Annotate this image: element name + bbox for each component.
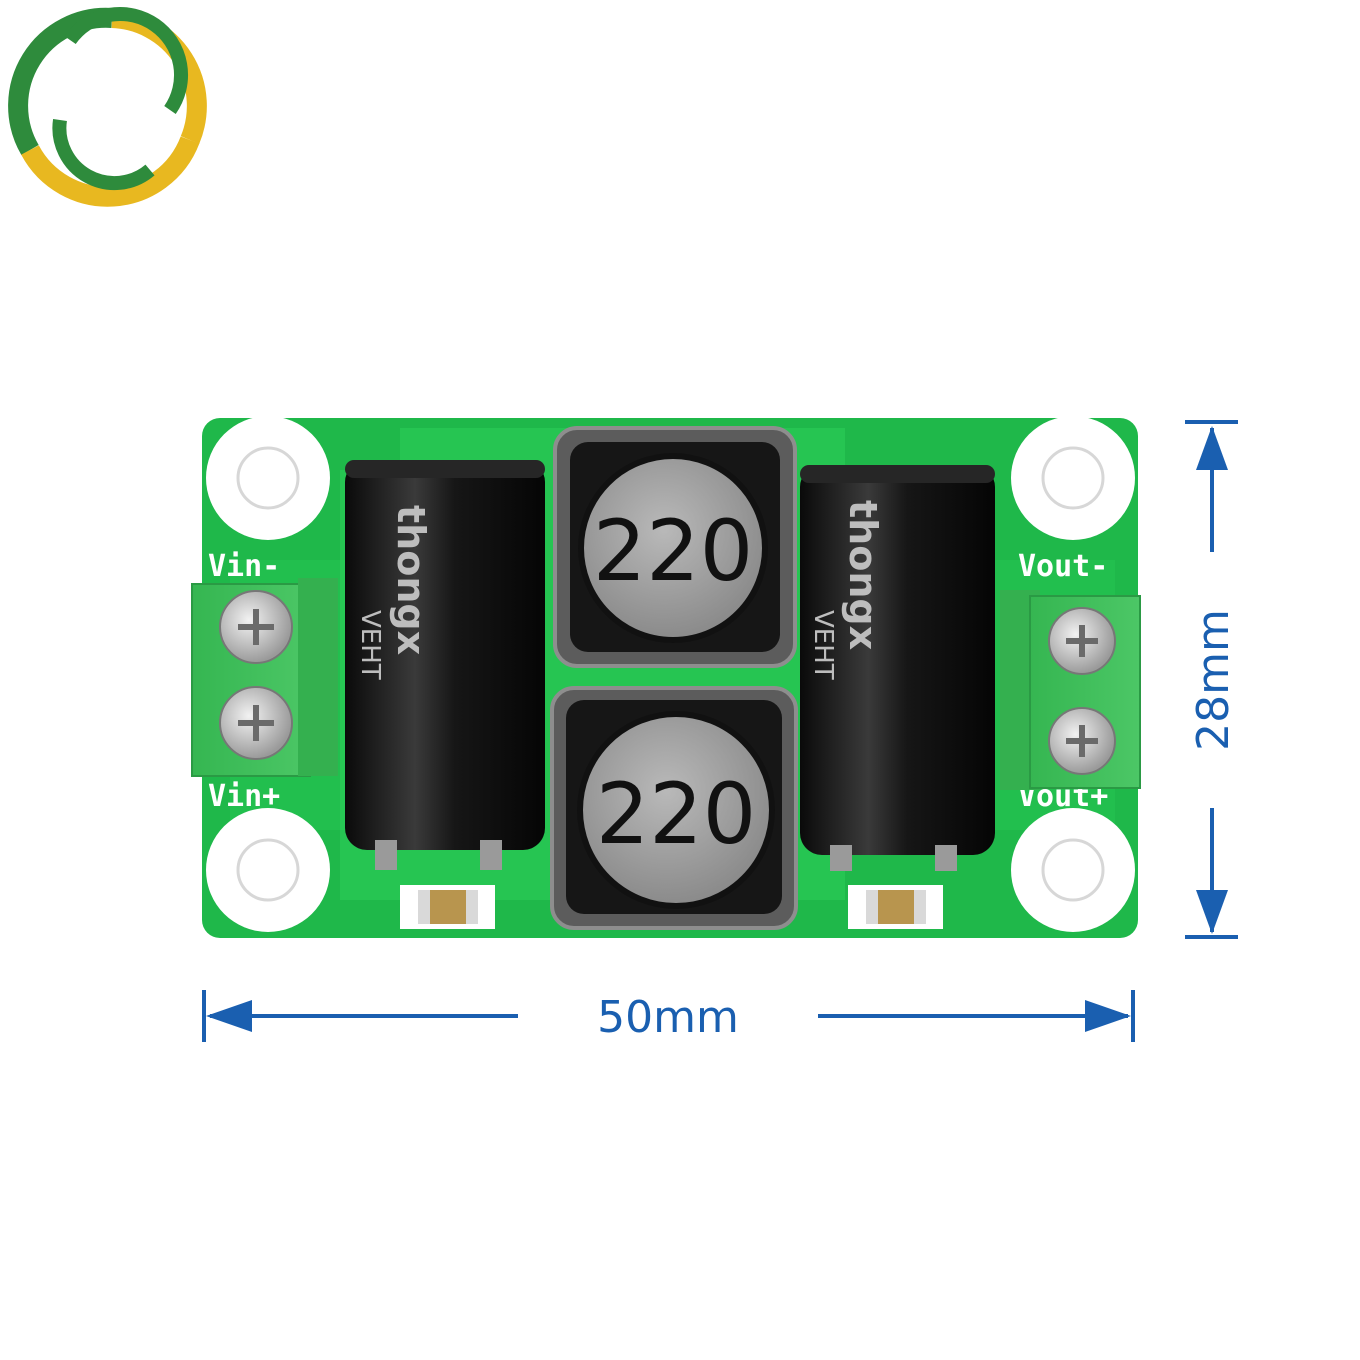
arrow-down-icon — [1196, 890, 1228, 934]
width-dimension-label: 50mm — [597, 992, 739, 1043]
height-dimension-label: 28mm — [1188, 609, 1239, 751]
inductor-marking: 220 — [593, 502, 753, 600]
input-terminal-block — [191, 578, 338, 777]
mounting-hole-top-right — [1011, 416, 1135, 540]
label-vin-minus: Vin- — [208, 549, 280, 584]
inductor-top: 220 — [553, 426, 797, 668]
capacitor-right: thongx VEHT — [800, 465, 995, 871]
arrow-left-icon — [206, 1000, 252, 1032]
smd-capacitor-right — [848, 885, 943, 929]
label-vout-minus: Vout- — [1018, 549, 1108, 584]
inductor-marking: 220 — [596, 765, 756, 863]
width-dimension: 50mm — [202, 990, 1135, 1043]
mounting-hole-top-left — [206, 416, 330, 540]
mounting-hole-bottom-right — [1011, 808, 1135, 932]
capacitor-brand-text: thongx — [389, 505, 433, 655]
capacitor-left: thongx VEHT — [345, 460, 545, 870]
capacitor-series-text: VEHT — [808, 610, 838, 680]
height-dimension: 28mm — [1185, 420, 1239, 939]
output-terminal-block — [1000, 590, 1141, 790]
arrow-right-icon — [1085, 1000, 1131, 1032]
inductor-bottom: 220 — [550, 686, 798, 930]
capacitor-brand-text: thongx — [841, 500, 885, 650]
smd-capacitor-left — [400, 885, 495, 929]
brand-logo — [8, 6, 207, 207]
mounting-hole-bottom-left — [206, 808, 330, 932]
arrow-up-icon — [1196, 426, 1228, 470]
label-vin-plus: Vin+ — [208, 779, 280, 814]
capacitor-series-text: VEHT — [355, 610, 385, 680]
